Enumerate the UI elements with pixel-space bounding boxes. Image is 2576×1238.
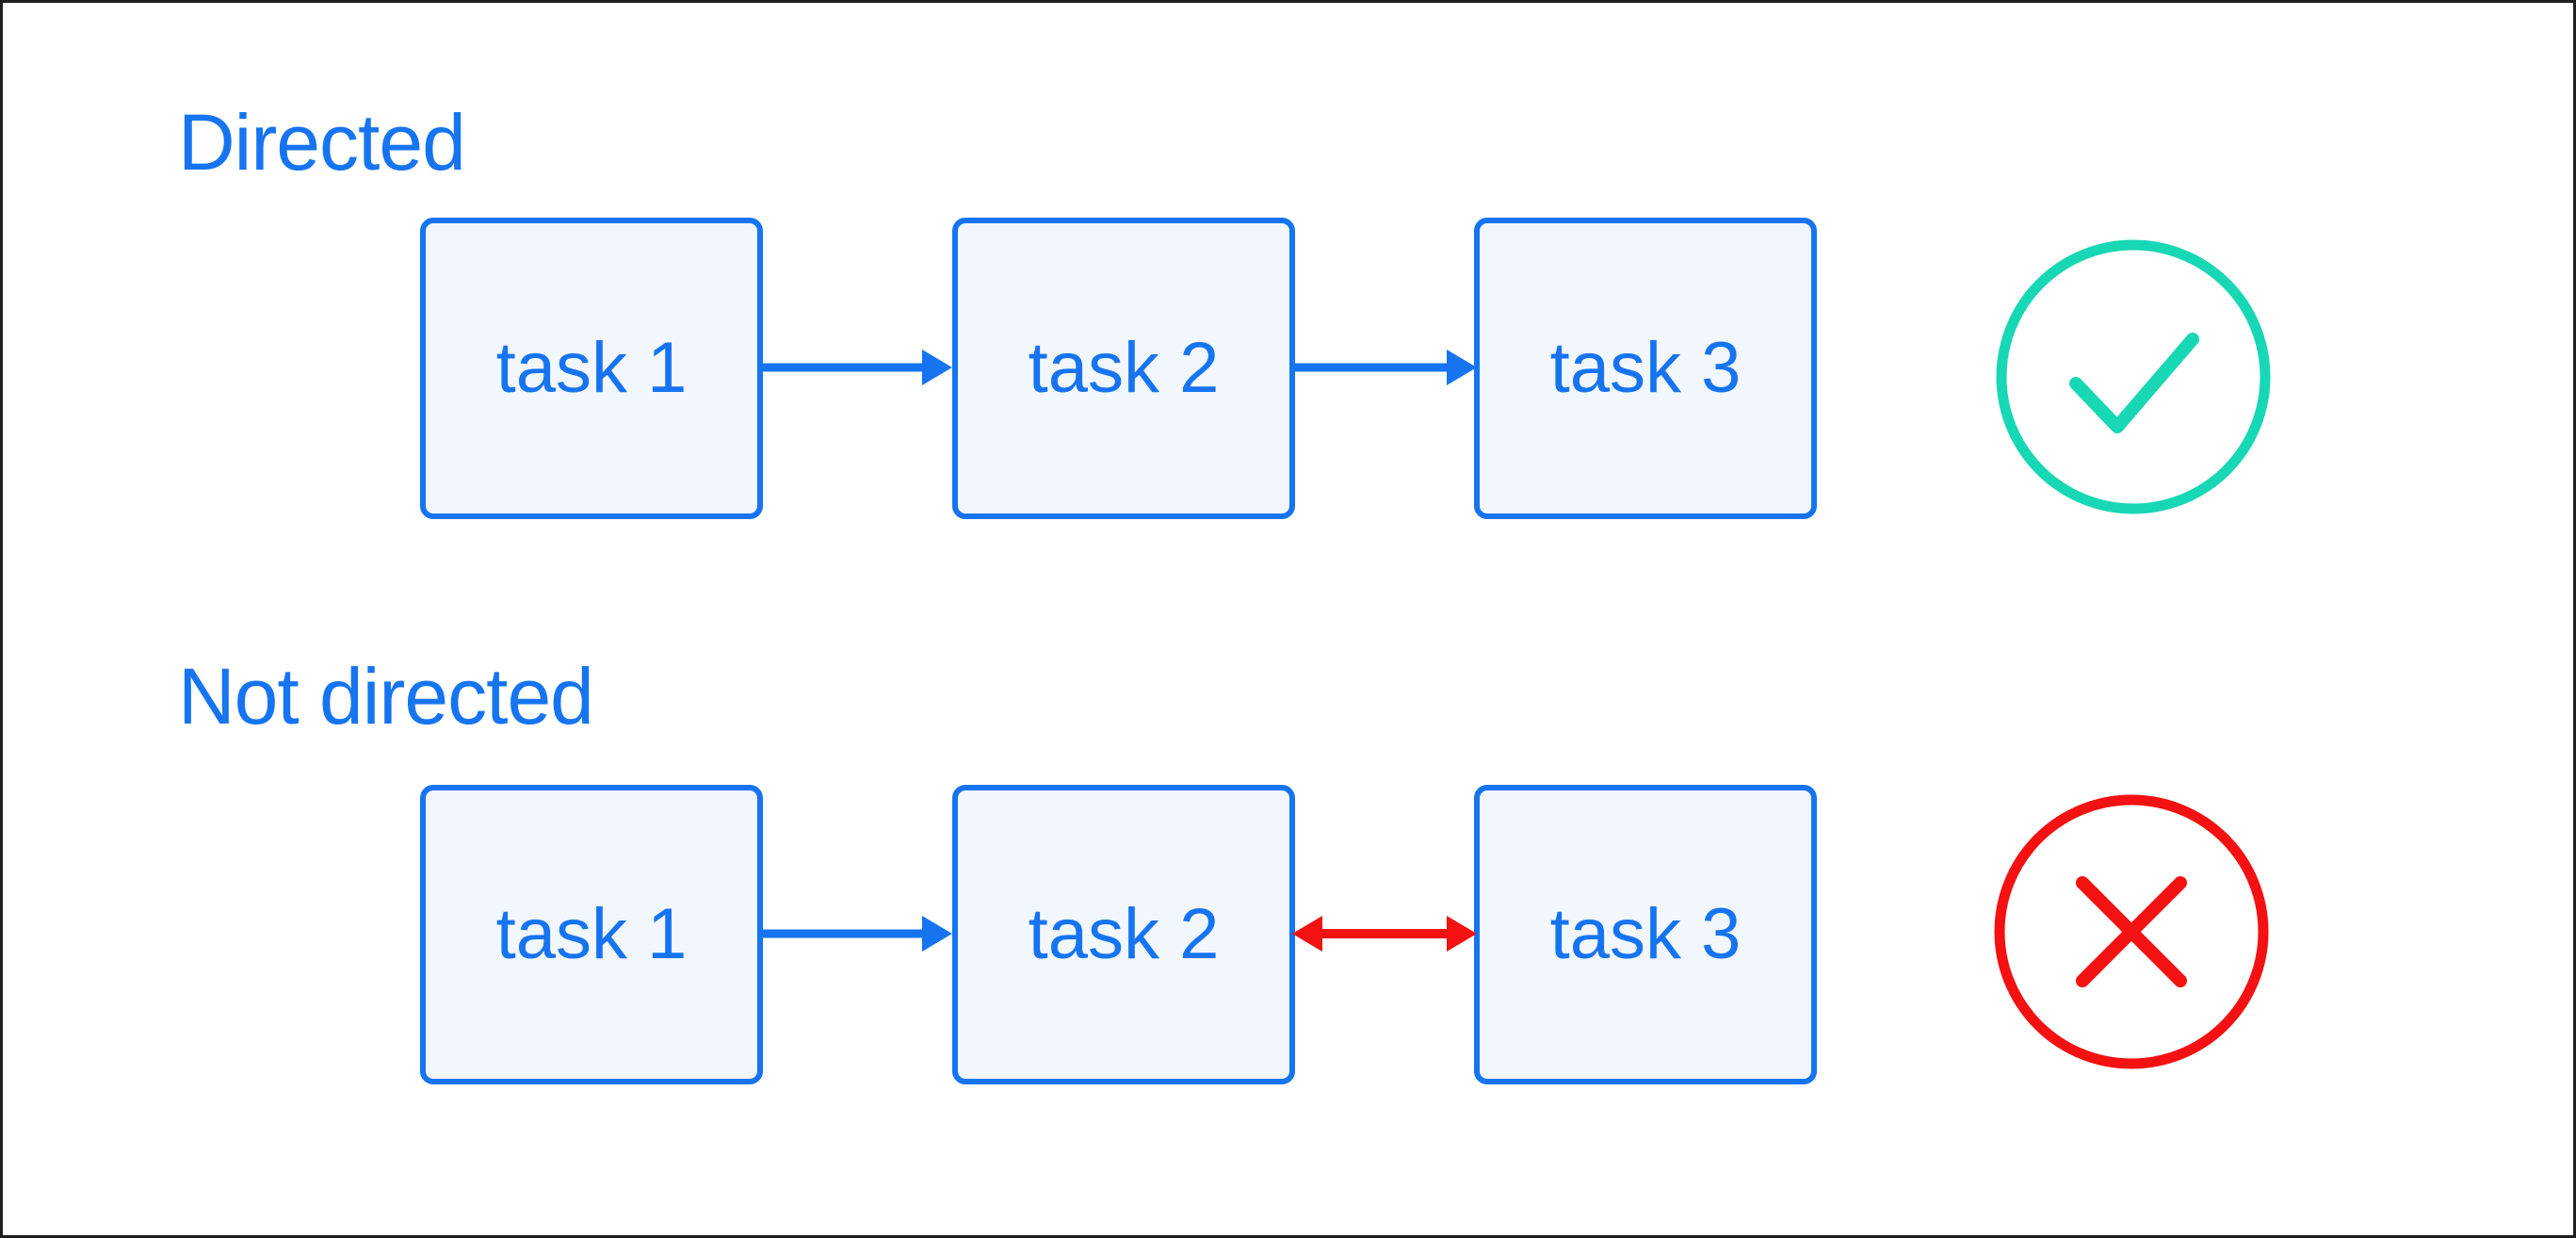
directed-task1-label: task 1: [495, 328, 688, 408]
section-title-directed: Directed: [178, 98, 466, 187]
directed-arrow-task1-task2-icon: [759, 916, 952, 952]
section-title-not-directed: Not directed: [178, 652, 594, 741]
bidirectional-arrow-task2-task3-icon: [1292, 916, 1477, 952]
check-circle-icon: [1996, 239, 2271, 514]
directed-task3-label: task 3: [1549, 328, 1742, 408]
directed-arrow-task2-task3-icon: [1293, 350, 1477, 385]
directed-arrow-task1-task2-icon: [759, 350, 952, 385]
directed-task1-node: task 1: [420, 218, 763, 519]
not-directed-task1-label: task 1: [495, 894, 688, 974]
not-directed-task1-node: task 1: [420, 785, 763, 1084]
not-directed-task2-label: task 2: [1028, 894, 1220, 974]
directed-task3-node: task 3: [1474, 218, 1817, 519]
directed-task2-node: task 2: [952, 218, 1295, 519]
directed-task2-label: task 2: [1028, 328, 1220, 408]
not-directed-task2-node: task 2: [952, 785, 1295, 1084]
cross-circle-icon: [1994, 794, 2269, 1069]
not-directed-task3-label: task 3: [1549, 894, 1742, 974]
not-directed-task3-node: task 3: [1474, 785, 1817, 1084]
